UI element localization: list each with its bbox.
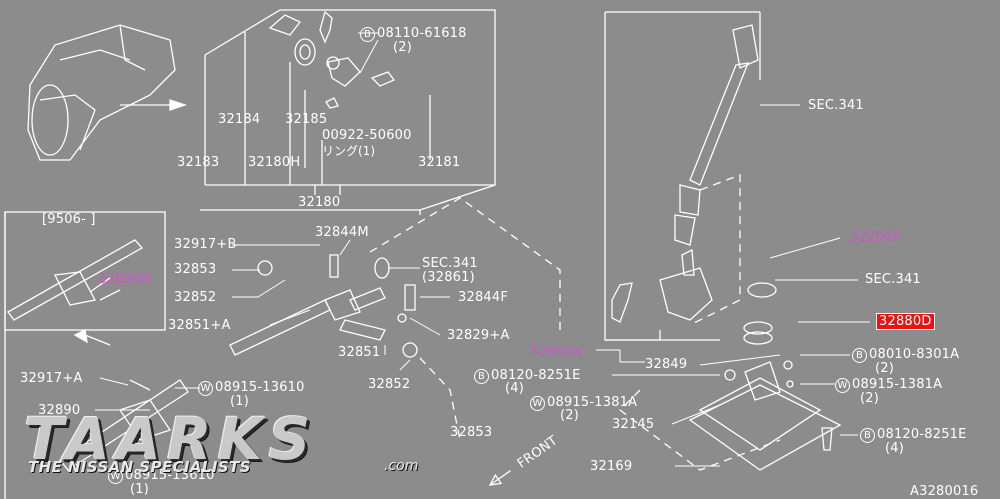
part-number: 08915-13610 — [215, 380, 305, 395]
part-label-ring: リング(1) — [322, 144, 375, 158]
bolt-marker-icon: B — [852, 348, 867, 363]
washer-marker-icon: W — [530, 396, 545, 411]
logo-tagline: THE NISSAN SPECIALISTS — [28, 458, 251, 476]
taarks-logo: TAARKS THE NISSAN SPECIALISTS .com — [18, 410, 438, 478]
part-label-32829A: 32829+A — [447, 328, 510, 343]
part-label-32861: (32861) — [422, 270, 475, 285]
part-number: 08915-1381A — [852, 377, 943, 392]
part-label-32844M: 32844M — [315, 225, 369, 240]
right-panel-frame — [604, 12, 661, 341]
transmission-sketch — [27, 24, 188, 161]
part-label-32890: 32890 — [38, 403, 81, 418]
part-label-32851A: 32851+A — [168, 318, 231, 333]
front-arrow — [488, 470, 511, 486]
part-label-32851: 32851 — [338, 345, 381, 360]
part-label-32852-top: 32852 — [174, 290, 217, 305]
top-panel-frame — [204, 9, 496, 215]
top-components — [268, 10, 396, 109]
section-label-341-top: SEC.341 — [808, 98, 864, 113]
bolt-marker-icon: B — [474, 369, 489, 384]
part-qty-08915-bottom: (1) — [130, 482, 150, 497]
part-number: 08915-1381A — [547, 395, 638, 410]
part-label-32169: 32169 — [590, 459, 633, 474]
washer-marker-icon: W — [835, 378, 850, 393]
part-label-32917A: 32917+A — [20, 371, 83, 386]
part-label-32917B: 32917+B — [174, 237, 237, 252]
part-label-32890M: 32890M — [98, 272, 152, 287]
bolt-marker-icon: B — [360, 27, 375, 42]
section-label-341-mid: SEC.341 — [422, 256, 478, 271]
part-number: 08010-8301A — [869, 347, 960, 362]
part-number: 08120-8251E — [877, 427, 967, 442]
part-label-32180: 32180 — [298, 195, 341, 210]
part-label-32849: 32849 — [645, 357, 688, 372]
part-label-32853-bot: 32853 — [450, 425, 493, 440]
part-qty-08010: (2) — [875, 361, 895, 376]
bolt-marker-icon: B — [860, 428, 875, 443]
part-qty-08915-13610: (1) — [230, 394, 250, 409]
diagram-code: A3280016 — [910, 484, 979, 499]
right-stack — [688, 282, 842, 471]
part-qty-08110: (2) — [393, 40, 413, 55]
part-qty-08915-right: (2) — [860, 391, 880, 406]
part-label-32145: 32145 — [612, 417, 655, 432]
part-number: 08120-8251E — [491, 368, 581, 383]
part-label-32850N: 32850N — [530, 345, 583, 360]
part-label-32204P: 32204P — [850, 230, 901, 245]
part-number: 08110-61618 — [377, 26, 467, 41]
part-label-32184: 32184 — [218, 112, 261, 127]
part-label-32852-bot: 32852 — [368, 377, 411, 392]
date-range-label: [9506- ] — [42, 212, 96, 227]
gear-lever-sketch — [611, 24, 759, 323]
part-label-00922: 00922-50600 — [322, 128, 412, 143]
logo-domain: .com — [384, 458, 419, 474]
part-label-32853-top: 32853 — [174, 262, 217, 277]
logo-wordmark: TAARKS — [24, 405, 317, 473]
part-label-32183: 32183 — [177, 155, 220, 170]
part-qty-08120-right: (4) — [885, 441, 905, 456]
section-label-341-right: SEC.341 — [865, 272, 921, 287]
part-qty-08915-mid: (2) — [560, 408, 580, 423]
part-label-32185: 32185 — [285, 112, 328, 127]
washer-marker-icon: W — [108, 469, 123, 484]
part-label-32181: 32181 — [418, 155, 461, 170]
part-label-32880D: 32880D — [876, 313, 935, 330]
washer-marker-icon: W — [198, 381, 213, 396]
part-number: 08915-13610 — [125, 468, 215, 483]
part-qty-08120-mid: (4) — [505, 381, 525, 396]
part-label-32180H: 32180H — [248, 155, 301, 170]
part-label-32844F: 32844F — [458, 290, 509, 305]
highlighted-part-number: 32880D — [876, 313, 935, 330]
inset-shift-rod — [7, 239, 144, 346]
lower-shift-rod — [59, 379, 189, 471]
